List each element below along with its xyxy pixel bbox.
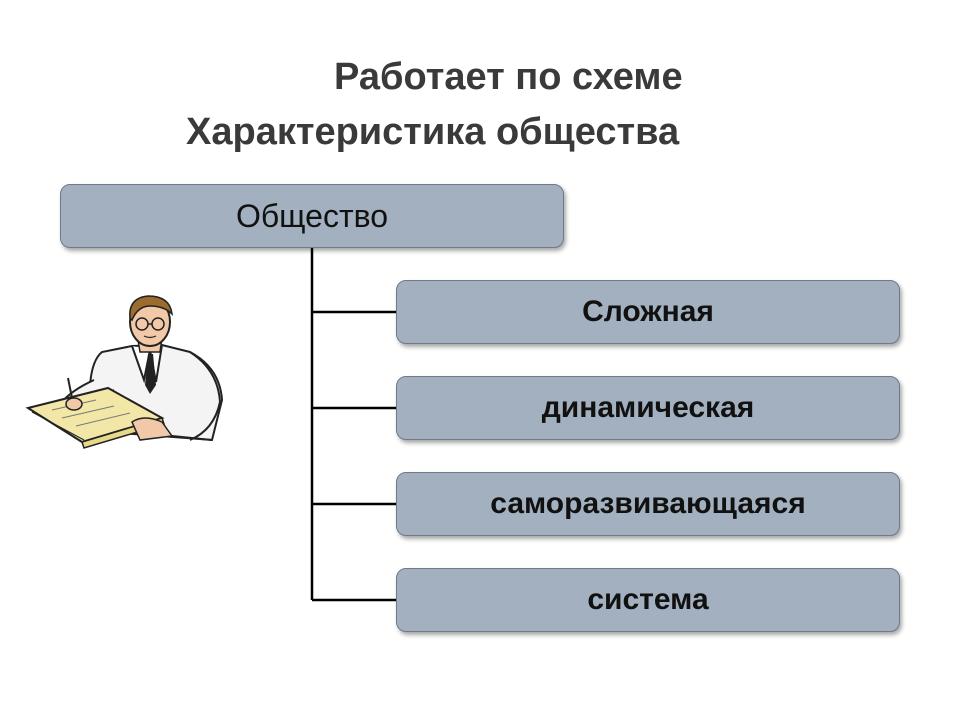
- child-node-label: система: [587, 583, 709, 616]
- child-node-self-developing: саморазвивающаяся: [396, 472, 900, 536]
- root-node-label: Общество: [235, 197, 389, 234]
- scholar-writing-icon: [25, 295, 224, 449]
- child-node-label: Сложная: [582, 295, 714, 328]
- child-node-system: система: [396, 568, 900, 632]
- root-node-society: Общество: [60, 184, 564, 248]
- child-node-label: саморазвивающаяся: [490, 487, 806, 520]
- child-node-dynamic: динамическая: [396, 376, 900, 440]
- title-line-2: Характеристика общества: [186, 111, 680, 153]
- title-line-1: Работает по схеме: [334, 56, 683, 98]
- child-node-complex: Сложная: [396, 280, 900, 344]
- child-node-label: динамическая: [541, 391, 755, 424]
